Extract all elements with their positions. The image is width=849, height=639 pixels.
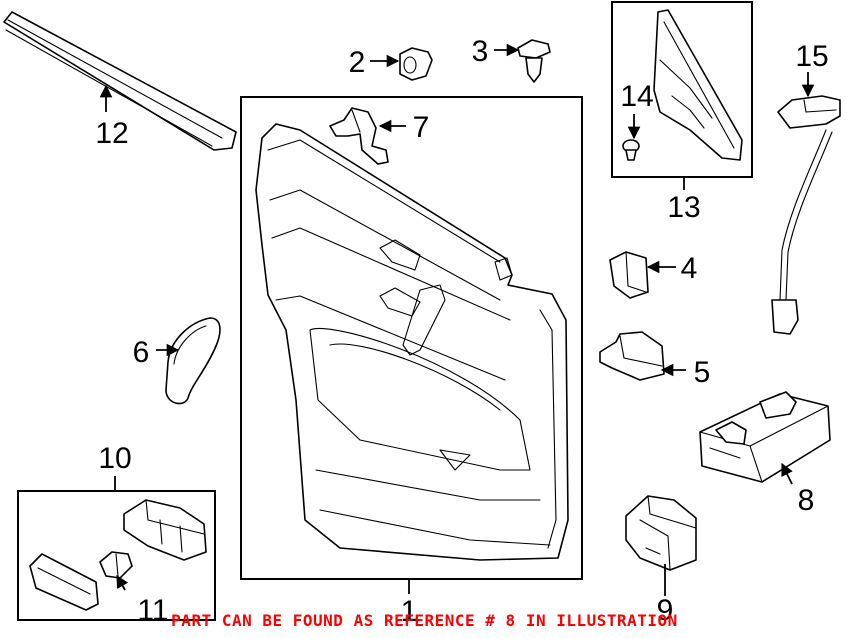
callout-5: 5 (694, 356, 711, 389)
window-switch-part-8 (699, 391, 831, 483)
clip-part-4 (609, 251, 649, 299)
mirror-cover-frame (611, 1, 753, 178)
door-panel-frame (240, 96, 583, 580)
callout-4: 4 (681, 252, 698, 285)
callout-8: 8 (798, 484, 815, 517)
pad-part-6 (165, 317, 221, 405)
callout-7: 7 (413, 111, 430, 144)
push-clip-part-3 (517, 39, 551, 83)
bulb-part-11 (99, 551, 133, 579)
door-trim-panel-part-1 (255, 123, 569, 561)
lamp-lens (29, 553, 99, 611)
callout-15: 15 (795, 40, 828, 73)
callout-6: 6 (133, 336, 150, 369)
bracket-part-5 (599, 331, 665, 381)
callout-11: 11 (137, 594, 168, 627)
part-reference-caption: PART CAN BE FOUND AS REFERENCE # 8 IN IL… (171, 611, 678, 630)
callout-13: 13 (667, 191, 700, 224)
leader-lines (99, 43, 815, 596)
mirror-cover-part-13 (653, 9, 743, 161)
screw-part-14 (622, 139, 640, 161)
callout-3: 3 (472, 35, 489, 68)
lamp-assembly-frame (17, 490, 216, 621)
callout-14: 14 (620, 80, 653, 113)
callout-10: 10 (98, 442, 131, 475)
callout-12: 12 (95, 117, 128, 150)
callout-9: 9 (657, 594, 674, 627)
lamp-housing-part-10 (123, 499, 207, 561)
switch-part-9 (625, 495, 697, 571)
clip-nut-part-2 (399, 47, 433, 81)
callout-1: 1 (401, 595, 418, 628)
callout-2: 2 (349, 46, 366, 79)
cable-part-15 (771, 95, 841, 335)
belt-moulding-part-12 (3, 11, 237, 151)
bracket-clip-part-7 (329, 107, 389, 165)
